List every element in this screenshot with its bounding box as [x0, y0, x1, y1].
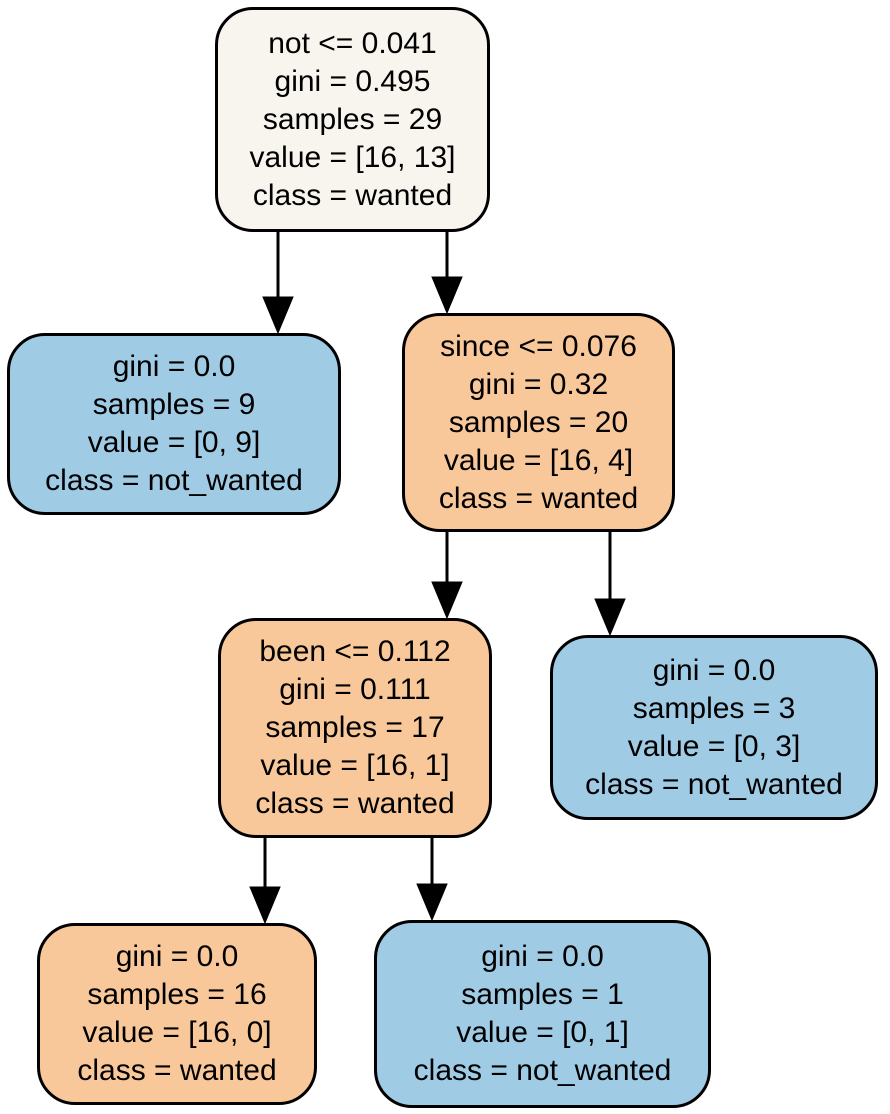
class-label: class = not_wanted — [585, 767, 843, 801]
edge-been-to-left-leaf — [249, 838, 281, 925]
gini-value: gini = 0.32 — [468, 367, 609, 401]
class-label: class = wanted — [252, 178, 453, 212]
tree-node-leaf-not-wanted-9: gini = 0.0 samples = 9 value = [0, 9] cl… — [7, 333, 341, 515]
gini-value: gini = 0.495 — [274, 64, 431, 98]
tree-node-been-split: been <= 0.112 gini = 0.111 samples = 17 … — [218, 618, 492, 838]
value-distribution: value = [16, 1] — [260, 749, 450, 782]
gini-value: gini = 0.0 — [115, 940, 239, 973]
gini-value: gini = 0.0 — [112, 350, 236, 383]
class-label: class = wanted — [438, 481, 639, 515]
tree-node-leaf-not-wanted-1: gini = 0.0 samples = 1 value = [0, 1] cl… — [374, 920, 711, 1108]
tree-node-since-split: since <= 0.076 gini = 0.32 samples = 20 … — [402, 313, 675, 532]
value-distribution: value = [16, 4] — [443, 443, 634, 477]
edge-root-to-since-split — [431, 230, 463, 315]
tree-node-root: not <= 0.041 gini = 0.495 samples = 29 v… — [215, 7, 490, 232]
samples-count: samples = 17 — [265, 711, 445, 744]
split-condition: been <= 0.112 — [259, 635, 451, 668]
tree-node-leaf-not-wanted-3: gini = 0.0 samples = 3 value = [0, 3] cl… — [550, 635, 878, 820]
value-distribution: value = [0, 9] — [87, 426, 261, 459]
class-label: class = wanted — [255, 787, 455, 820]
gini-value: gini = 0.111 — [279, 673, 431, 706]
value-distribution: value = [0, 3] — [627, 729, 801, 763]
samples-count: samples = 1 — [461, 978, 624, 1011]
samples-count: samples = 20 — [448, 405, 629, 439]
gini-value: gini = 0.0 — [481, 940, 604, 973]
value-distribution: value = [0, 1] — [456, 1016, 629, 1049]
gini-value: gini = 0.0 — [652, 653, 776, 687]
class-label: class = wanted — [77, 1054, 277, 1087]
class-label: class = not_wanted — [413, 1054, 672, 1087]
edge-since-to-right-leaf — [594, 532, 626, 637]
samples-count: samples = 29 — [262, 102, 443, 136]
edge-root-to-left-leaf — [262, 230, 294, 335]
samples-count: samples = 9 — [92, 388, 256, 421]
edge-been-to-right-leaf — [416, 838, 448, 922]
value-distribution: value = [16, 0] — [82, 1016, 272, 1049]
class-label: class = not_wanted — [45, 464, 303, 497]
split-condition: since <= 0.076 — [440, 329, 637, 363]
samples-count: samples = 16 — [87, 978, 267, 1011]
edge-since-to-been-split — [431, 532, 463, 620]
value-distribution: value = [16, 13] — [249, 140, 456, 174]
tree-node-leaf-wanted-16: gini = 0.0 samples = 16 value = [16, 0] … — [37, 923, 317, 1105]
samples-count: samples = 3 — [632, 691, 796, 725]
split-condition: not <= 0.041 — [268, 26, 437, 60]
